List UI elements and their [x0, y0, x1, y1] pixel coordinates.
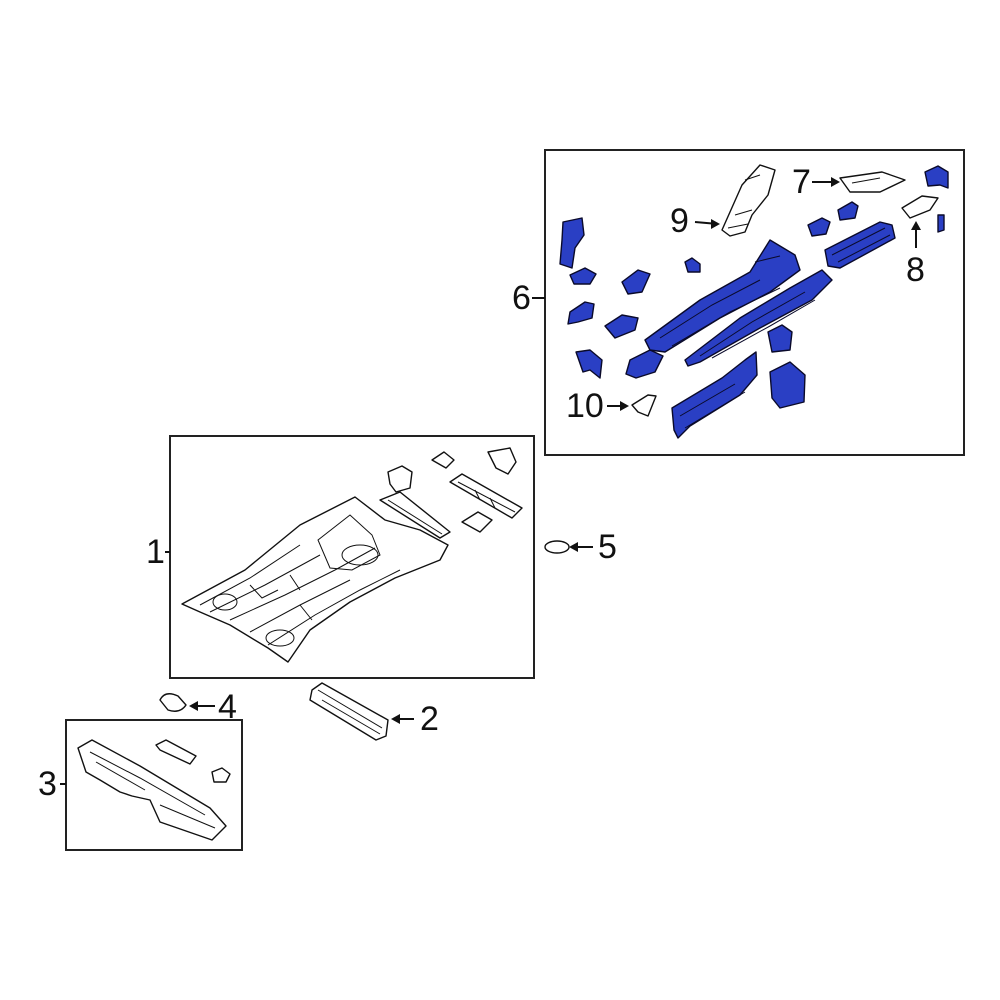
part-2[interactable] — [309, 682, 389, 741]
bracket-top-right — [924, 165, 949, 189]
callout-9[interactable]: 9 — [670, 202, 689, 240]
callout-5[interactable]: 5 — [598, 528, 617, 566]
callout-7[interactable]: 7 — [792, 163, 811, 201]
rail-upper-right — [824, 221, 896, 269]
part-3-small-pieces[interactable] — [155, 739, 231, 783]
highlighted-parts[interactable] — [559, 165, 949, 439]
arrow-4 — [189, 701, 198, 711]
part-3-tunnel[interactable] — [77, 739, 227, 841]
piece-c — [684, 257, 701, 273]
mount-1 — [767, 324, 793, 353]
callout-8[interactable]: 8 — [906, 251, 925, 289]
group-6-frame — [544, 149, 965, 456]
callout-2[interactable]: 2 — [420, 700, 439, 738]
group-6-box: 6 9 7 8 10 — [512, 149, 965, 456]
callout-1[interactable]: 1 — [146, 533, 165, 571]
callout-6[interactable]: 6 — [512, 279, 531, 317]
arrow-7 — [831, 177, 840, 187]
left-piece-3 — [567, 301, 595, 325]
callout-4[interactable]: 4 — [218, 688, 237, 726]
left-piece-4 — [604, 314, 639, 339]
left-piece-5 — [575, 349, 603, 379]
piece-a — [807, 217, 831, 237]
part-4[interactable] — [159, 693, 187, 712]
part-1-small-pieces[interactable] — [379, 447, 523, 539]
part-9[interactable] — [721, 164, 776, 237]
left-pillar — [559, 217, 585, 269]
arrow-8 — [911, 221, 921, 230]
part-1-floor-pan[interactable] — [181, 496, 449, 663]
arrow-10 — [620, 401, 629, 411]
arrow-2 — [391, 714, 400, 724]
part-10[interactable] — [631, 394, 657, 417]
callout-10[interactable]: 10 — [566, 387, 604, 425]
left-piece-2 — [621, 269, 651, 295]
mount-2 — [769, 361, 806, 409]
rail-bottom — [671, 351, 758, 439]
part-5[interactable] — [544, 540, 570, 554]
left-piece-6 — [625, 349, 664, 379]
arrow-9 — [711, 219, 720, 229]
clip-right — [937, 214, 945, 233]
rail-main-upper — [644, 239, 801, 353]
part-8[interactable] — [901, 195, 939, 219]
arrow-5 — [569, 542, 578, 552]
group-3-box: 3 — [38, 719, 243, 851]
group-1-frame — [169, 435, 535, 679]
piece-b — [837, 201, 859, 221]
left-piece-1 — [569, 267, 597, 285]
callout-3[interactable]: 3 — [38, 765, 57, 803]
group-1-box: 1 — [146, 435, 535, 679]
part-7[interactable] — [839, 171, 906, 193]
